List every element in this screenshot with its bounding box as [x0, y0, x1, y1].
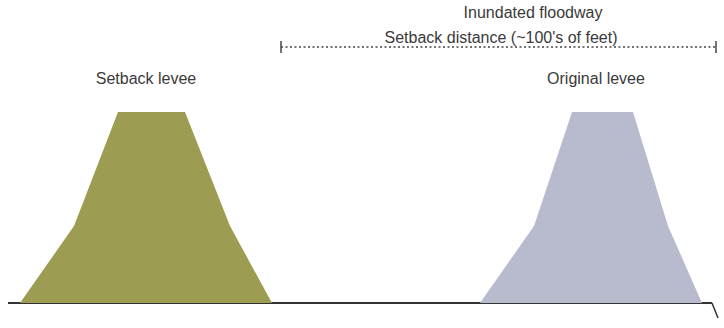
- bank-slope: [712, 303, 718, 318]
- levee-body: [480, 112, 702, 303]
- dimension-tick: [280, 41, 282, 53]
- levee-label: Original levee: [478, 70, 714, 88]
- levee: Original levee: [478, 68, 714, 303]
- dimension-label: Inundated floodway: [464, 4, 603, 22]
- levee-label: Setback levee: [18, 70, 274, 88]
- dimension-label: Setback distance (~100's of feet): [385, 29, 618, 47]
- dimension-line: [281, 46, 716, 48]
- dimension-tick: [715, 41, 717, 53]
- levee-body: [20, 112, 272, 303]
- levee-shape: [18, 68, 274, 303]
- levee-shape: [478, 68, 714, 303]
- levee: Setback levee: [18, 68, 274, 303]
